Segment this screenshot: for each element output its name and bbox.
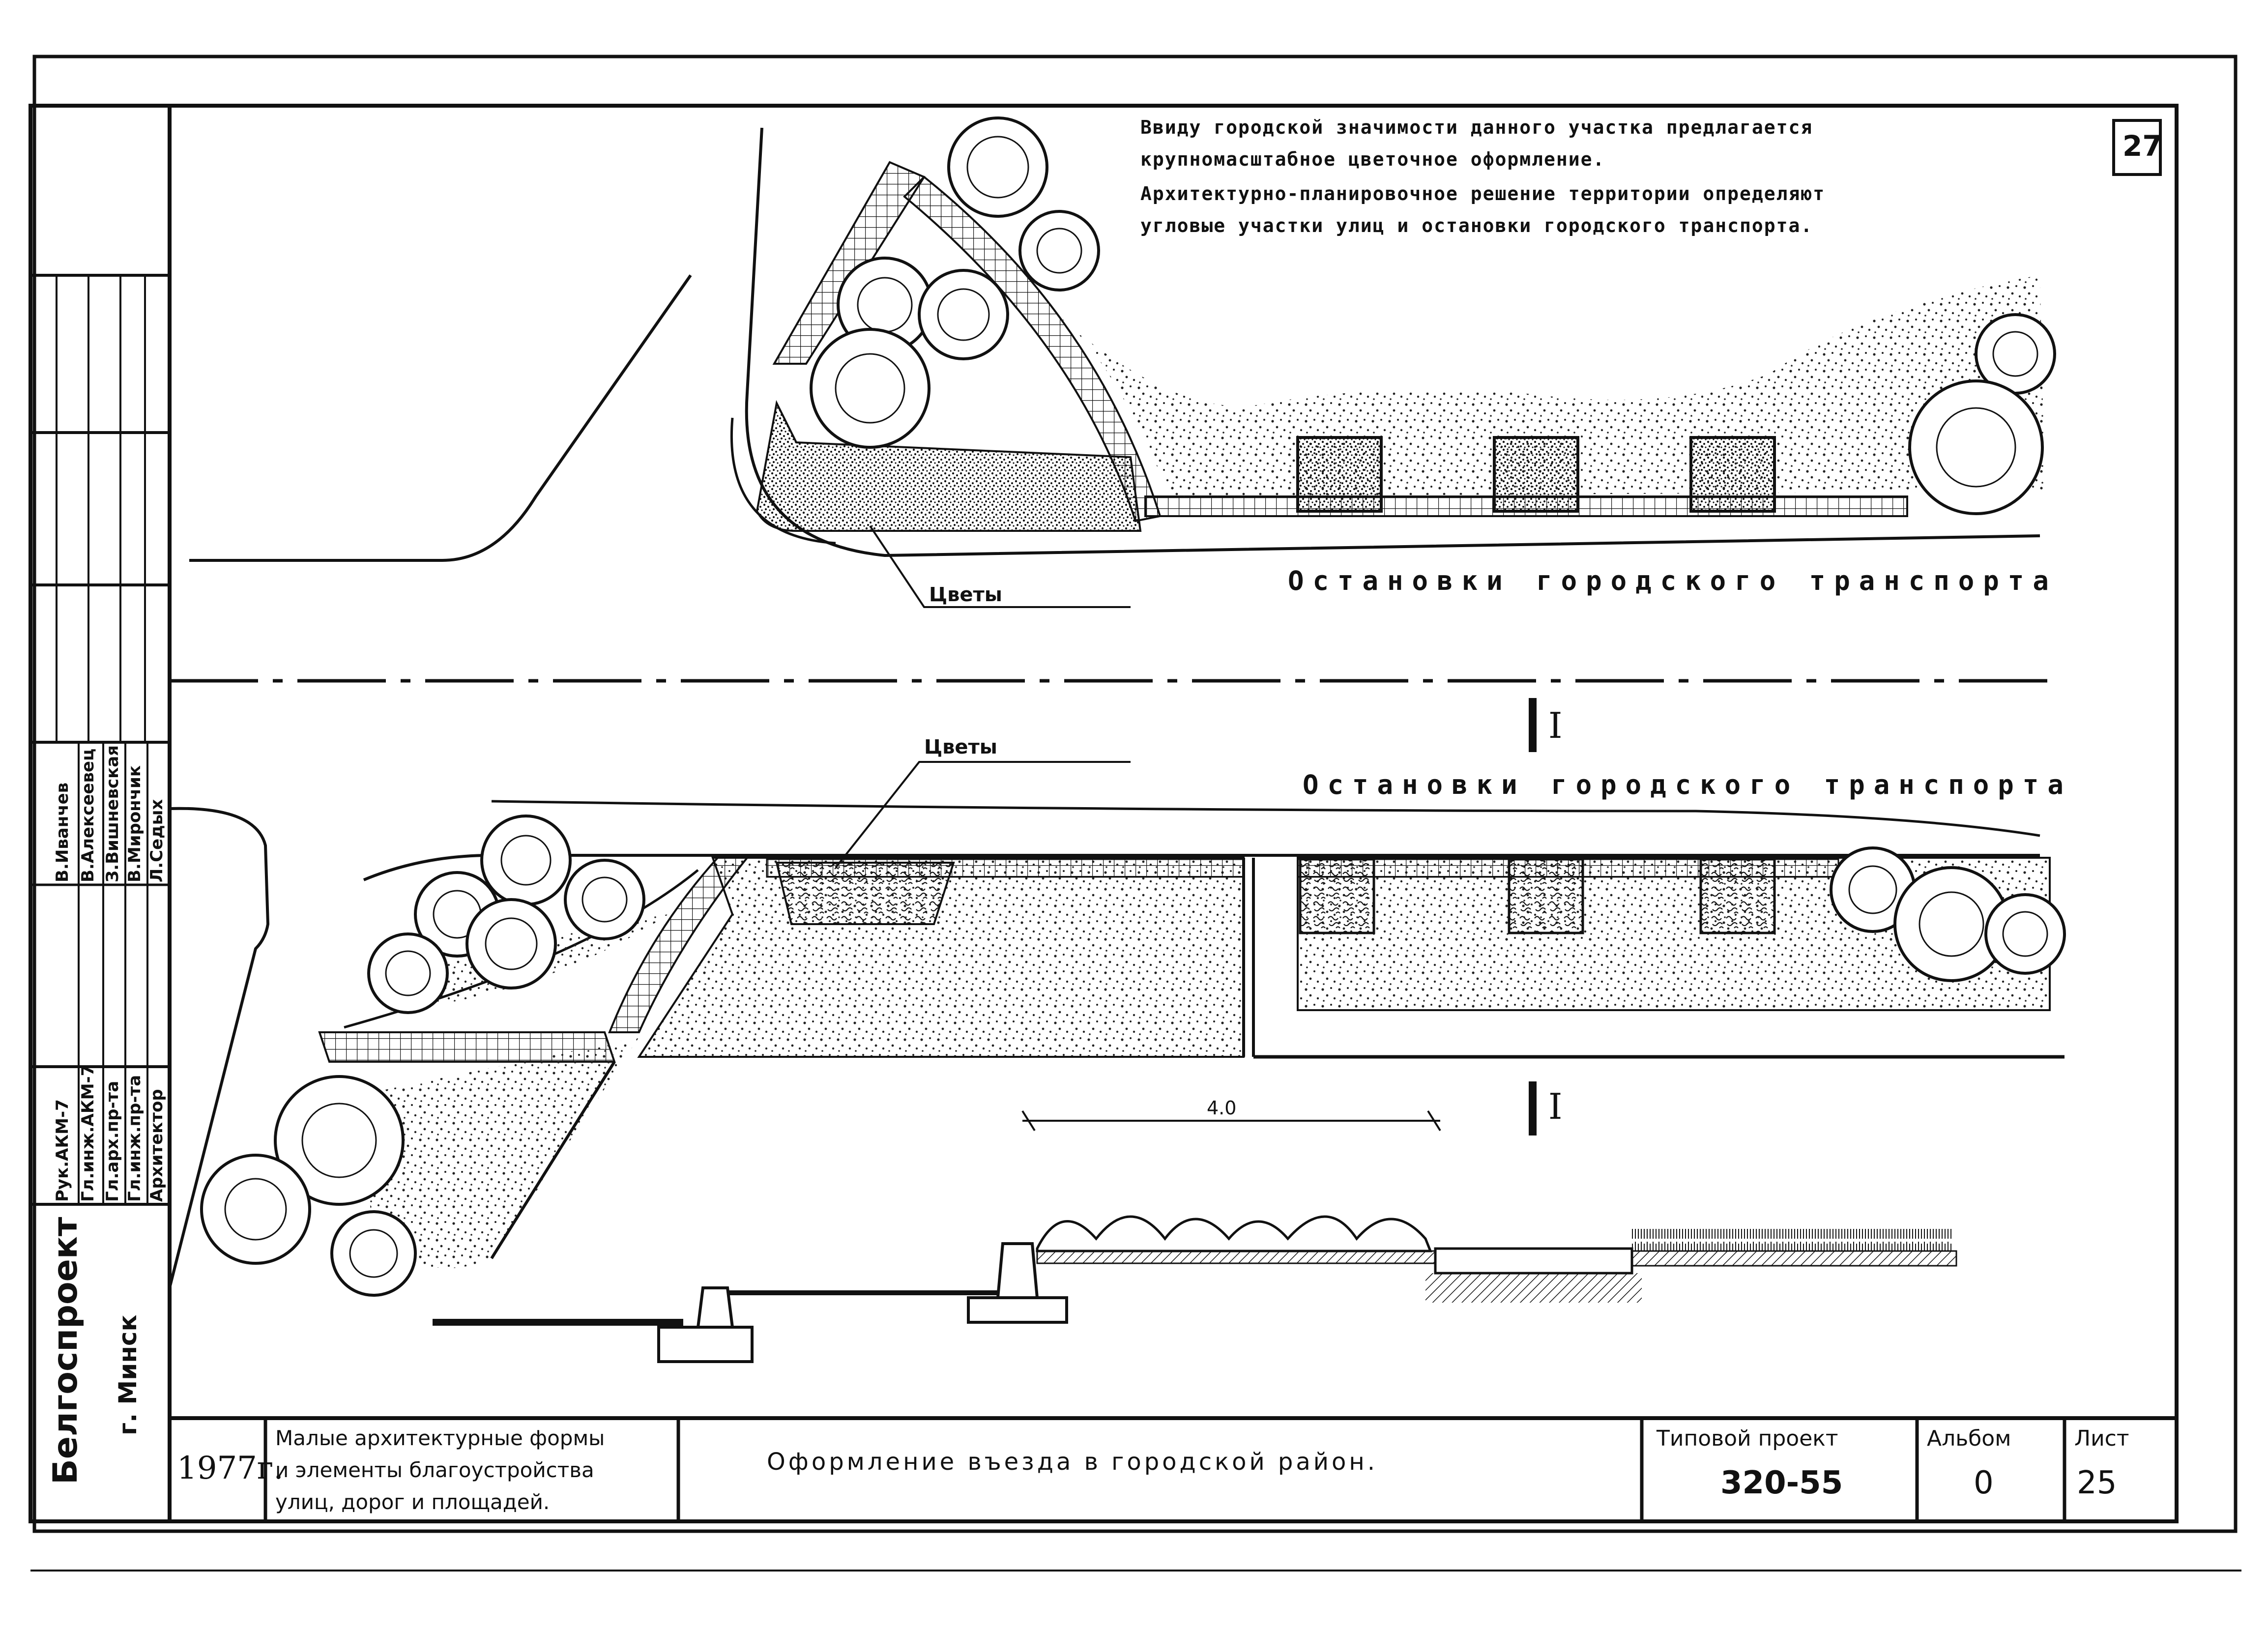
- stamp-role: Гл.инж.пр-та: [125, 1075, 145, 1202]
- sidebar-stamp: [30, 274, 170, 1206]
- org-name: Белгоспроект: [46, 1217, 85, 1484]
- stops-label-top: Остановки городского транспорта: [1288, 565, 2058, 596]
- sheet-value: 25: [2077, 1465, 2117, 1501]
- section-profile: [433, 1215, 1957, 1363]
- stamp-role: Гл.арх.пр-та: [103, 1080, 122, 1202]
- title-block: [170, 119, 2177, 1521]
- sheet-badge: 27: [2123, 129, 2162, 163]
- album-value: 0: [1974, 1465, 1994, 1501]
- project-value: 320-55: [1720, 1465, 1843, 1501]
- series-line-2: и элементы благоустройства: [275, 1458, 594, 1482]
- stamp-name: Л.Седых: [147, 799, 167, 882]
- stamp-name: З.Вишневская: [103, 745, 122, 882]
- stops-label-bottom: Остановки городского транспорта: [1303, 769, 2072, 800]
- note-line-2: крупномасштабное цветочное оформление.: [1140, 148, 1605, 170]
- dimension-label: 4.0: [1207, 1097, 1237, 1119]
- series-line-1: Малые архитектурные формы: [275, 1426, 605, 1450]
- stamp-role: Гл.инж.АКМ-7: [78, 1064, 98, 1202]
- top-flower-bed: [756, 400, 1142, 532]
- stamp-role: Рук.АКМ-7: [53, 1099, 72, 1202]
- note-line-1: Ввиду городской значимости данного участ…: [1140, 116, 1813, 138]
- sheet-label: Лист: [2074, 1426, 2129, 1451]
- note-line-3: Архитектурно-планировочное решение терри…: [1140, 183, 1826, 204]
- series-line-3: улиц, дорог и площадей.: [275, 1490, 550, 1514]
- section-mark-bottom: I: [1548, 1086, 1563, 1127]
- stamp-name: В.Мирончик: [125, 765, 145, 882]
- top-plan: [170, 116, 2056, 752]
- title-year: 1977г.: [177, 1450, 284, 1486]
- note-line-4: угловые участки улиц и остановки городск…: [1140, 215, 1813, 236]
- stamp-name: В.Алексеевец: [78, 748, 98, 882]
- flowers-label-bottom: Цветы: [924, 736, 997, 758]
- org-city: г. Минск: [114, 1314, 142, 1435]
- project-label: Типовой проект: [1657, 1426, 1838, 1451]
- drawing-title: Оформление въезда в городской район.: [767, 1448, 1378, 1476]
- stamp-name: В.Иванчев: [53, 782, 72, 882]
- section-mark-top: I: [1548, 705, 1563, 746]
- flowers-label-top: Цветы: [929, 583, 1002, 606]
- album-label: Альбом: [1927, 1426, 2011, 1451]
- bottom-plan: [168, 761, 2066, 1297]
- stamp-role: Архитектор: [147, 1089, 167, 1202]
